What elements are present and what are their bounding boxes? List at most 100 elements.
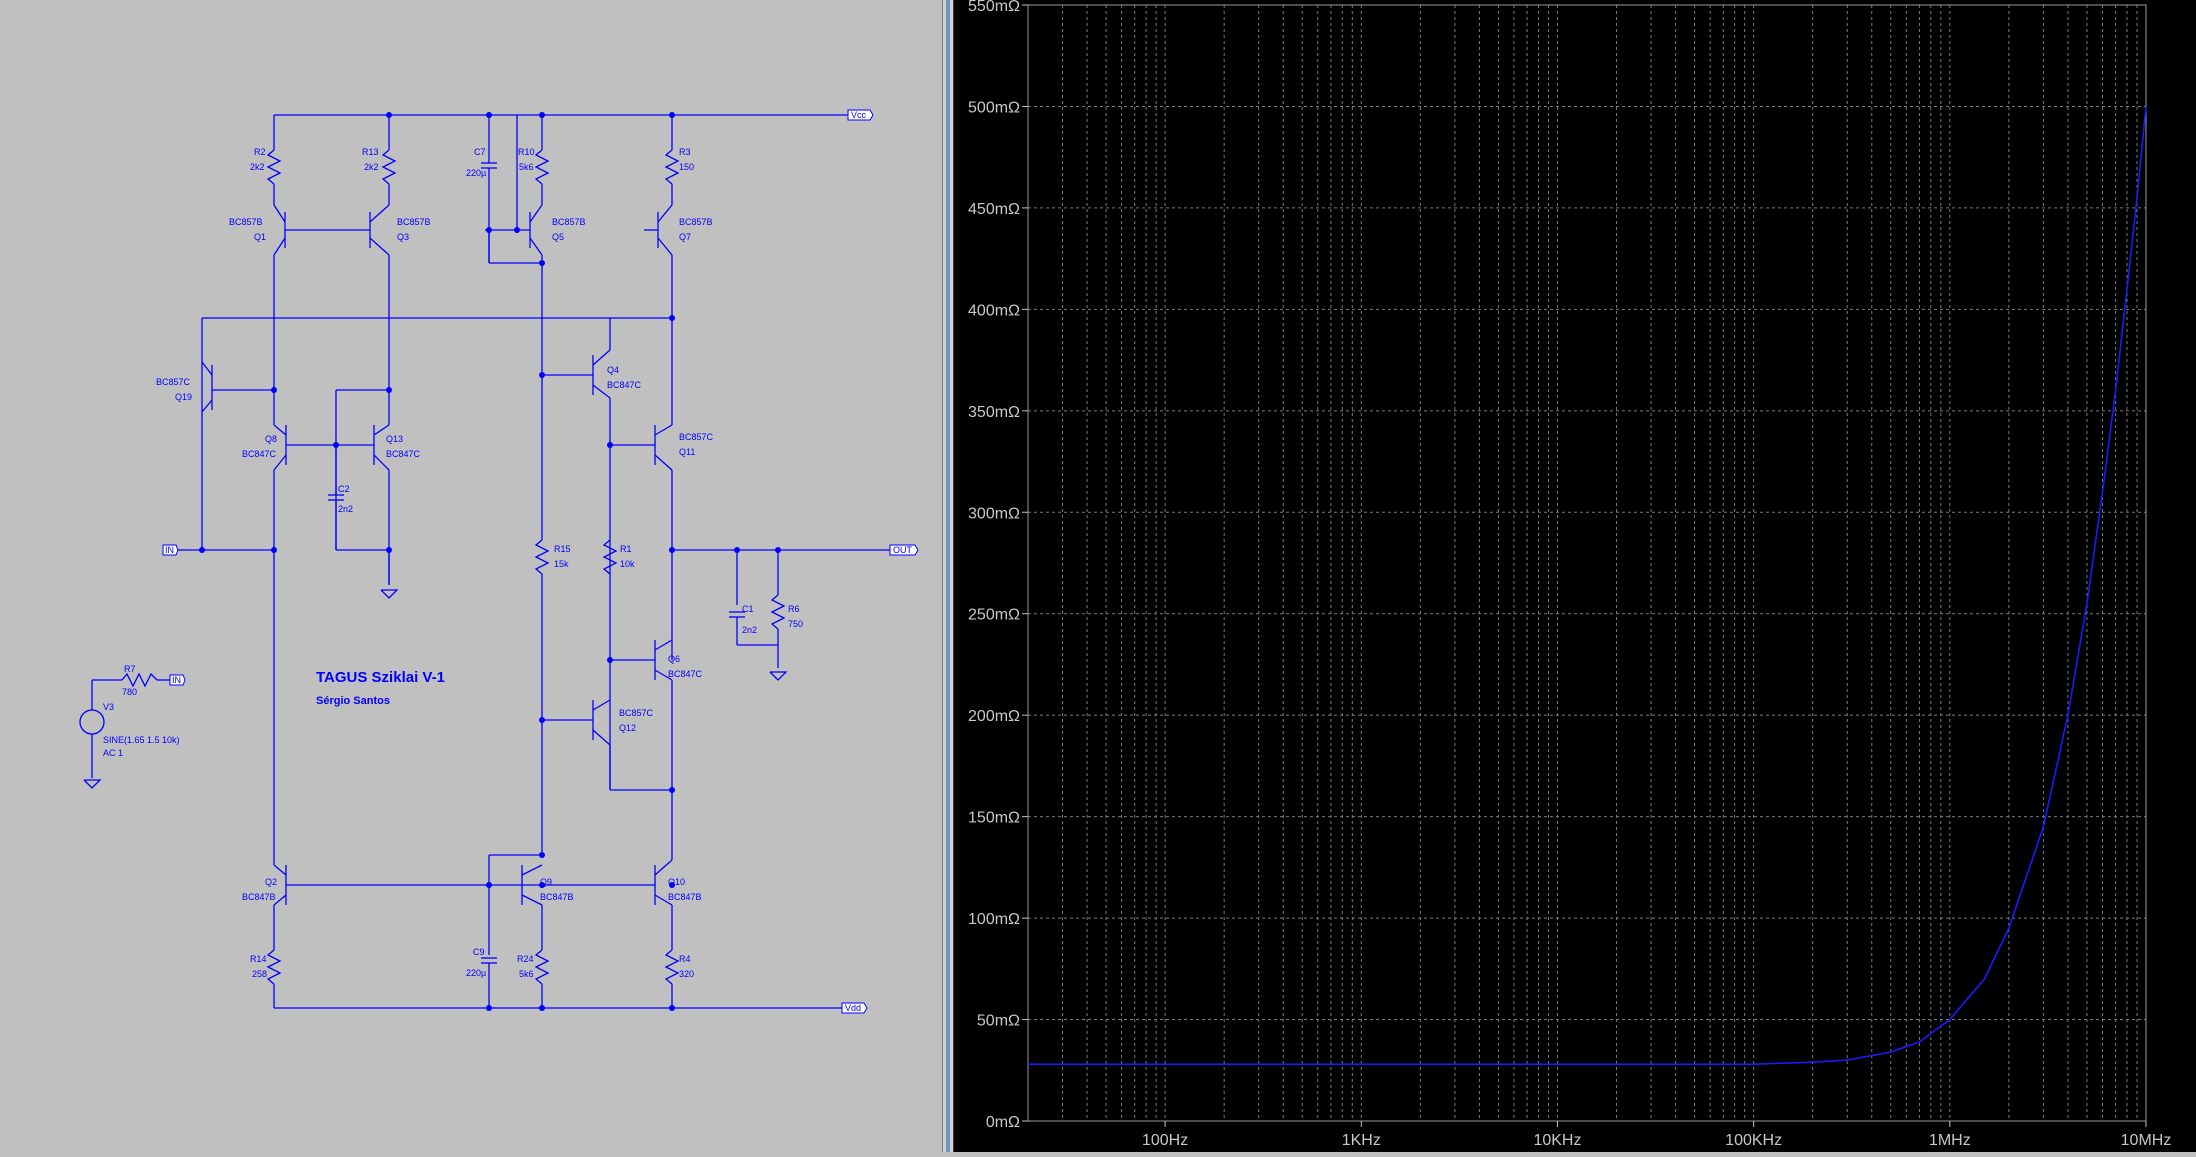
label-c9-value: 220µ	[466, 968, 486, 978]
label-q13-ref: Q13	[386, 434, 403, 444]
label-q3-model: BC857B	[397, 217, 431, 227]
label-q12-model: BC857C	[619, 708, 654, 718]
label-c2-value: 2n2	[338, 504, 353, 514]
label-r4-value: 320	[679, 969, 694, 979]
label-r3-value: 150	[679, 162, 694, 172]
label-q7-ref: Q7	[679, 232, 691, 242]
label-r7-ref: R7	[124, 664, 136, 674]
y-tick-label: 550mΩ	[968, 0, 1020, 15]
label-q10-model: BC847B	[668, 892, 702, 902]
schematic-pane[interactable]: Vcc Vdd IN OUT IN R2 2k2 R13 2k2 R10 5k6…	[0, 0, 942, 1152]
net-label-out: OUT	[893, 545, 913, 555]
y-tick-label: 400mΩ	[968, 302, 1020, 319]
net-label-in-source: IN	[172, 675, 181, 685]
schematic-author: Sérgio Santos	[316, 695, 390, 707]
component-labels: R2 2k2 R13 2k2 R10 5k6 R3 150 C7 220µ BC…	[103, 147, 803, 979]
label-q9-model: BC847B	[540, 892, 574, 902]
plot-grid	[1027, 4, 2147, 1122]
label-q5-ref: Q5	[552, 232, 564, 242]
label-r13-value: 2k2	[364, 162, 379, 172]
y-tick-label: 0mΩ	[986, 1114, 1020, 1131]
label-q4-ref: Q4	[607, 365, 619, 375]
x-tick-label: 100KHz	[1725, 1132, 1782, 1149]
label-r15-value: 15k	[554, 559, 569, 569]
y-tick-label: 200mΩ	[968, 708, 1020, 725]
label-r3-ref: R3	[679, 147, 691, 157]
label-r6-value: 750	[788, 619, 803, 629]
label-v3-ref: V3	[103, 702, 114, 712]
label-c7-ref: C7	[474, 147, 486, 157]
label-q8-ref: Q8	[265, 434, 277, 444]
y-tick-label: 350mΩ	[968, 404, 1020, 421]
label-r15-ref: R15	[554, 544, 571, 554]
label-q11-model: BC857C	[679, 432, 714, 442]
y-tick-label: 250mΩ	[968, 607, 1020, 624]
label-c7-value: 220µ	[466, 168, 486, 178]
label-q6-model: BC847C	[668, 669, 703, 679]
pane-splitter[interactable]	[942, 0, 954, 1152]
label-q1-model: BC857B	[229, 217, 263, 227]
label-q19-model: BC857C	[156, 377, 191, 387]
label-q9-ref: Q9	[540, 877, 552, 887]
plot-frame	[1027, 4, 2147, 1122]
label-q12-ref: Q12	[619, 723, 636, 733]
schematic-title: TAGUS Sziklai V-1	[316, 669, 445, 686]
label-r6-ref: R6	[788, 604, 800, 614]
label-q5-model: BC857B	[552, 217, 586, 227]
label-r4-ref: R4	[679, 954, 691, 964]
y-tick-label: 500mΩ	[968, 99, 1020, 116]
schematic-wires	[79, 114, 890, 1009]
x-tick-label: 1MHz	[1929, 1132, 1971, 1149]
label-r14-value: 258	[252, 969, 267, 979]
label-c2-ref: C2	[338, 484, 350, 494]
impedance-plot[interactable]: 0mΩ50mΩ100mΩ150mΩ200mΩ250mΩ300mΩ350mΩ400…	[954, 0, 2196, 1152]
x-tick-label: 10KHz	[1533, 1132, 1581, 1149]
label-r7-value: 780	[122, 687, 137, 697]
label-r2-ref: R2	[254, 147, 266, 157]
label-q3-ref: Q3	[397, 232, 409, 242]
x-tick-label: 100Hz	[1142, 1132, 1188, 1149]
label-v3-ac: AC 1	[103, 748, 123, 758]
label-r1-ref: R1	[620, 544, 632, 554]
net-label-vdd: Vdd	[845, 1003, 861, 1013]
label-q11-ref: Q11	[679, 447, 695, 457]
net-label-vcc: Vcc	[851, 110, 867, 120]
label-q8-model: BC847C	[242, 449, 277, 459]
schematic-canvas[interactable]: Vcc Vdd IN OUT IN R2 2k2 R13 2k2 R10 5k6…	[0, 0, 942, 1152]
schematic-junctions	[199, 112, 781, 1011]
y-tick-label: 450mΩ	[968, 201, 1020, 218]
trace-layer	[1028, 106, 2147, 1065]
label-q6-ref: Q6	[668, 654, 680, 664]
label-c1-ref: C1	[742, 604, 754, 614]
net-flags: Vcc Vdd IN OUT IN	[162, 109, 919, 1014]
label-q13-model: BC847C	[386, 449, 421, 459]
label-r1-value: 10k	[620, 559, 635, 569]
x-tick-label: 10MHz	[2121, 1132, 2172, 1149]
label-q1-ref: Q1	[254, 232, 266, 242]
y-axis-ticks: 0mΩ50mΩ100mΩ150mΩ200mΩ250mΩ300mΩ350mΩ400…	[968, 0, 1028, 1131]
label-c9-ref: C9	[473, 947, 485, 957]
x-tick-label: 1KHz	[1342, 1132, 1381, 1149]
net-label-in: IN	[165, 545, 174, 555]
y-tick-label: 100mΩ	[968, 911, 1020, 928]
label-v3-spec: SINE(1.65 1.5 10k)	[103, 735, 180, 745]
label-r10-value: 5k6	[519, 162, 534, 172]
impedance-trace	[1028, 106, 2147, 1065]
label-r13-ref: R13	[362, 147, 379, 157]
x-axis-ticks: 100Hz 1KHz 10KHz 100KHz 1MHz 10MHz	[1142, 1121, 2171, 1149]
label-q4-model: BC847C	[607, 380, 642, 390]
y-tick-label: 150mΩ	[968, 810, 1020, 827]
y-tick-label: 300mΩ	[968, 505, 1020, 522]
label-q7-model: BC857B	[679, 217, 713, 227]
label-r24-value: 5k6	[519, 969, 534, 979]
label-r14-ref: R14	[250, 954, 267, 964]
label-c1-value: 2n2	[742, 625, 757, 635]
label-q19-ref: Q19	[175, 392, 192, 402]
label-r24-ref: R24	[517, 954, 534, 964]
label-q2-ref: Q2	[265, 877, 277, 887]
label-q2-model: BC847B	[242, 892, 276, 902]
label-q10-ref: Q10	[668, 877, 685, 887]
label-r2-value: 2k2	[250, 162, 265, 172]
label-r10-ref: R10	[518, 147, 535, 157]
